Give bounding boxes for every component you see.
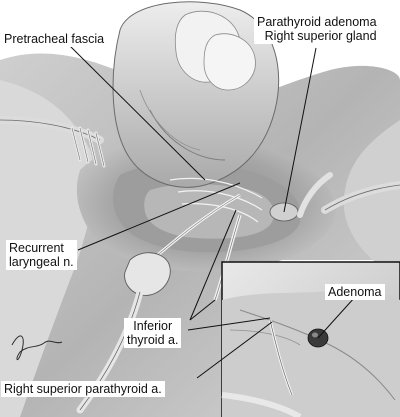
right-retractor <box>297 172 400 218</box>
left-retractor <box>0 116 106 168</box>
label-parathyroid-adenoma: Parathyroid adenoma Right superior gland <box>254 14 380 44</box>
label-thyroid-a-line2: thyroid a. <box>127 333 179 347</box>
leader-lines <box>69 45 356 379</box>
label-inferior-line1: Inferior <box>133 319 173 333</box>
label-recurrent-line1: Recurrent <box>9 241 64 255</box>
label-pretracheal-fascia: Pretracheal fascia <box>1 31 108 47</box>
inferior-thyroid-artery <box>213 214 242 301</box>
label-right-superior-parathyroid-a: Right superior parathyroid a. <box>1 381 165 397</box>
label-laryngeal-n-line2: laryngeal n. <box>9 255 74 269</box>
retracted-thyroid-lobe <box>112 1 280 188</box>
label-adenoma: Adenoma <box>325 284 385 300</box>
label-parathyroid-adenoma-line1: Parathyroid adenoma <box>257 15 377 29</box>
label-recurrent-laryngeal-n: Recurrent laryngeal n. <box>6 240 77 270</box>
label-right-superior-gland-line2: Right superior gland <box>264 29 377 43</box>
label-inferior-thyroid-a: Inferior thyroid a. <box>124 318 182 348</box>
artist-signature <box>11 335 63 361</box>
